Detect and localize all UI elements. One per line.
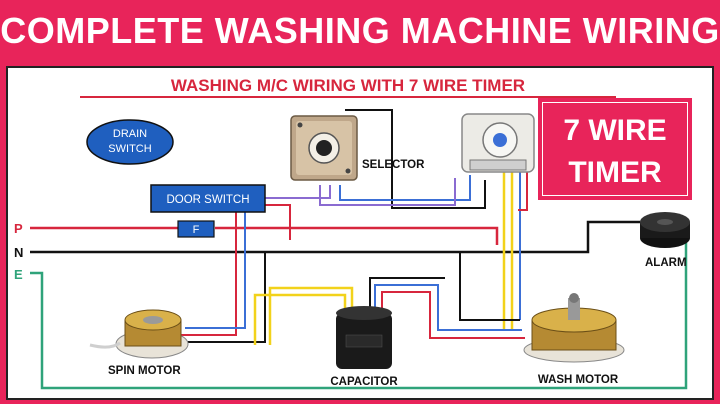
- title-banner: COMPLETE WASHING MACHINE WIRING: [0, 0, 720, 64]
- blue-wire-selector: [339, 175, 471, 201]
- diagram-subtitle: WASHING M/C WIRING WITH 7 WIRE TIMER: [171, 76, 525, 95]
- purple-wire-selector: [319, 178, 456, 206]
- black-wire-capacitor: [369, 277, 445, 310]
- red-wire-spin: [180, 212, 237, 336]
- blue-wire-spin: [185, 212, 246, 329]
- page-title: COMPLETE WASHING MACHINE WIRING: [0, 10, 720, 51]
- yellow-wire-capacitor: [253, 293, 347, 345]
- wash-motor: [523, 293, 625, 363]
- blue-wire-capacitor: [374, 284, 522, 331]
- purple-wire-door: [265, 185, 331, 199]
- timer-unit: [461, 113, 553, 185]
- phase-wire: [30, 226, 499, 245]
- drain-switch-label-2: SWITCH: [108, 143, 151, 155]
- selector-label: SELECTOR: [362, 159, 425, 171]
- selector-switch: [290, 115, 358, 181]
- red-wire-timer: [518, 172, 528, 211]
- red-wire-door: [265, 204, 291, 240]
- alarm-buzzer: [640, 212, 690, 248]
- fuse-label: F: [193, 224, 200, 236]
- fuse: [177, 220, 215, 238]
- black-wire-wash: [459, 252, 520, 321]
- neutral-wire: [30, 220, 640, 254]
- capacitor: [336, 306, 392, 369]
- black-wire-spin: [180, 252, 266, 343]
- black-wire-selector: [345, 109, 486, 209]
- yellow-wire-capacitor-b: [268, 286, 354, 345]
- neutral-label: N: [14, 245, 23, 260]
- wash-motor-label: WASH MOTOR: [538, 374, 619, 386]
- door-switch: [150, 184, 266, 213]
- earth-label: E: [14, 267, 23, 282]
- spin-motor-label: SPIN MOTOR: [108, 365, 181, 377]
- red-wire-capacitor: [381, 291, 525, 339]
- timer-callout-fill: [543, 103, 687, 195]
- door-switch-label: DOOR SWITCH: [166, 194, 249, 206]
- timer-callout-line-2: TIMER: [568, 156, 662, 189]
- drain-switch-label-1: DRAIN: [113, 128, 147, 140]
- phase-label: P: [14, 221, 23, 236]
- spin-motor: [89, 309, 189, 359]
- drain-switch: [86, 119, 174, 165]
- timer-callout-line-1: 7 WIRE: [563, 114, 666, 147]
- capacitor-label: CAPACITOR: [330, 376, 398, 388]
- alarm-label: ALARM: [645, 257, 687, 269]
